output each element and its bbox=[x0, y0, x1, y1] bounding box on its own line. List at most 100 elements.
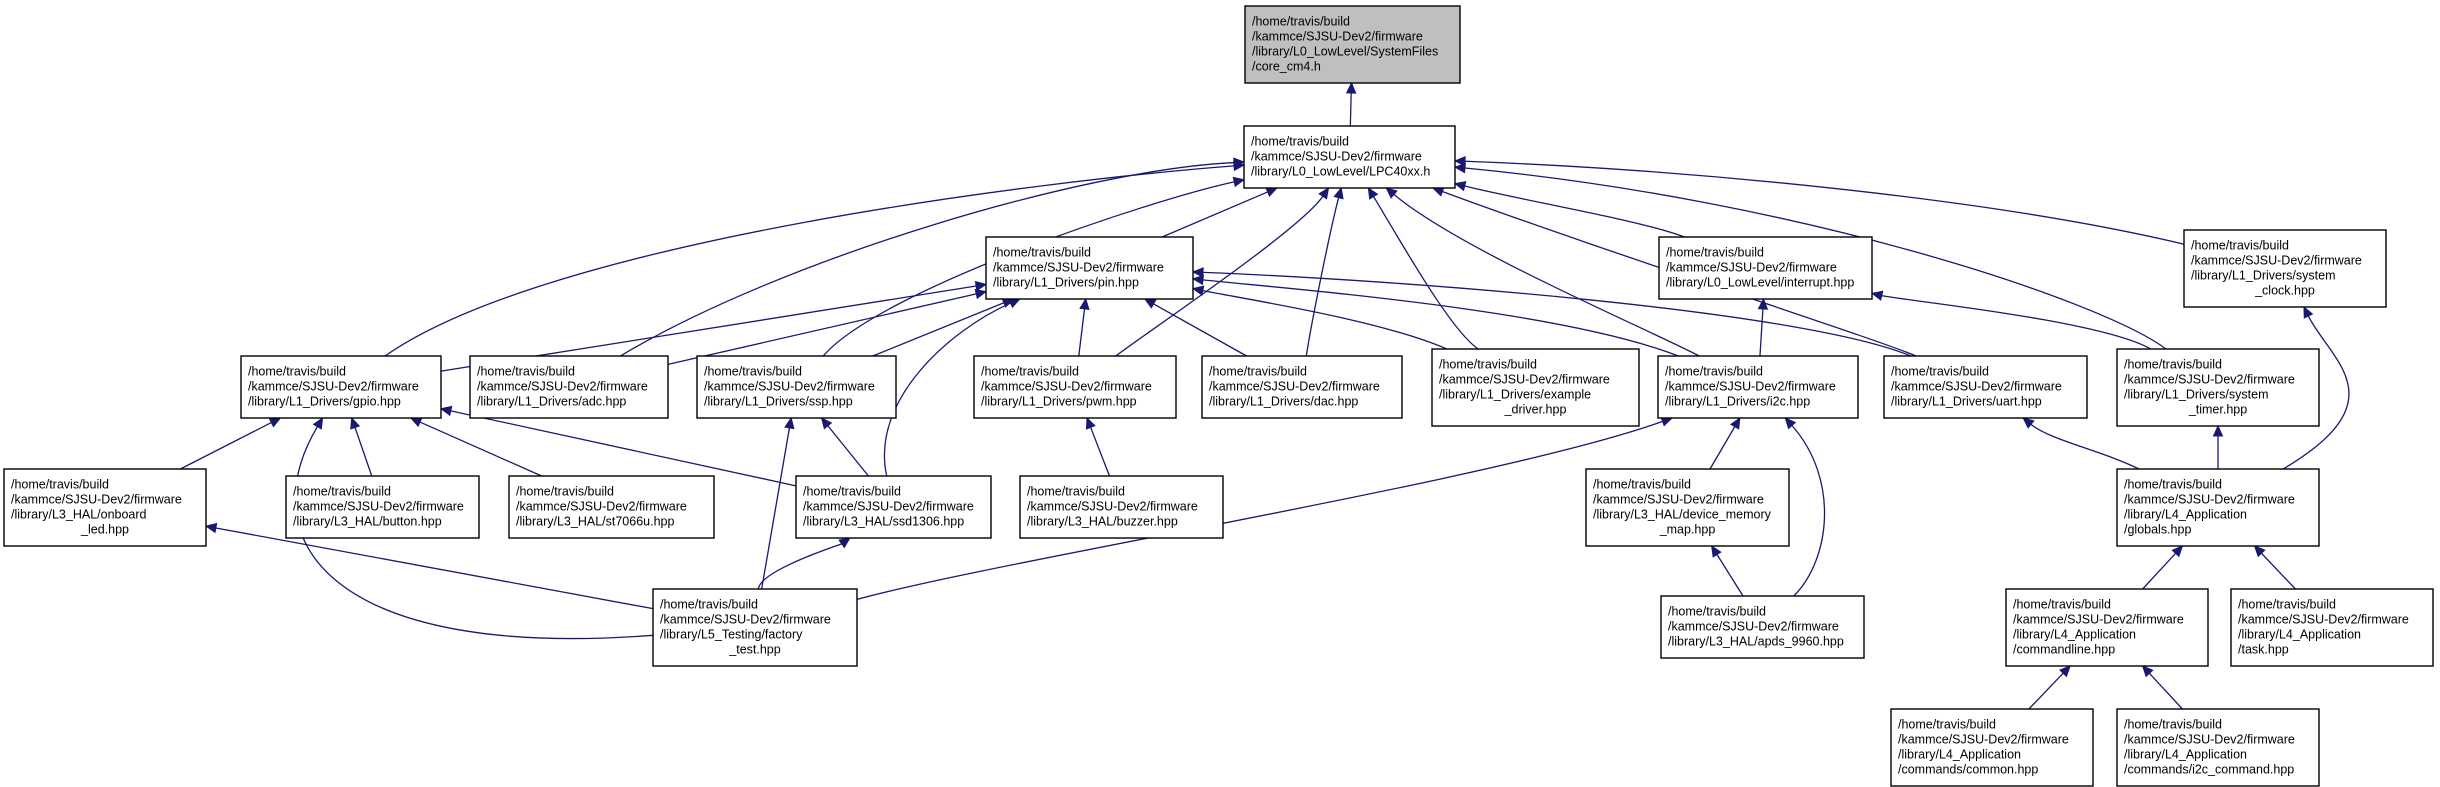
arrowhead-icon bbox=[312, 416, 324, 430]
node-example-driver[interactable]: /home/travis/build/kammce/SJSU-Dev2/firm… bbox=[1431, 348, 1640, 427]
node-label-line: /kammce/SJSU-Dev2/firmware bbox=[803, 500, 974, 514]
node-pin[interactable]: /home/travis/build/kammce/SJSU-Dev2/firm… bbox=[985, 236, 1194, 300]
node-label-line: /home/travis/build bbox=[803, 485, 901, 499]
node-button[interactable]: /home/travis/build/kammce/SJSU-Dev2/firm… bbox=[285, 475, 480, 539]
node-lpc40xx[interactable]: /home/travis/build/kammce/SJSU-Dev2/firm… bbox=[1243, 125, 1456, 189]
edge-line bbox=[1791, 425, 1826, 597]
node-box bbox=[652, 588, 858, 667]
edge-device_memory_map-to-i2c bbox=[1709, 416, 1741, 470]
edge-line bbox=[1161, 191, 1268, 238]
arrowhead-icon bbox=[1265, 187, 1279, 197]
node-apds-9960[interactable]: /home/travis/build/kammce/SJSU-Dev2/firm… bbox=[1660, 595, 1865, 659]
node-label-line: /kammce/SJSU-Dev2/firmware bbox=[1891, 380, 2062, 394]
arrowhead-icon bbox=[1757, 297, 1769, 310]
edge-line bbox=[620, 161, 1235, 357]
edge-pin-to-lpc40xx bbox=[1161, 187, 1279, 238]
node-label-line: /library/L1_Drivers/i2c.hpp bbox=[1665, 395, 1810, 409]
node-system-clock[interactable]: /home/travis/build/kammce/SJSU-Dev2/firm… bbox=[2183, 229, 2387, 308]
arrowhead-icon bbox=[350, 416, 361, 430]
node-box bbox=[973, 355, 1177, 419]
node-system-timer[interactable]: /home/travis/build/kammce/SJSU-Dev2/firm… bbox=[2116, 348, 2320, 427]
arrowhead-icon bbox=[974, 288, 988, 300]
node-label-line: /kammce/SJSU-Dev2/firmware bbox=[2013, 613, 2184, 627]
node-onboard-led[interactable]: /home/travis/build/kammce/SJSU-Dev2/firm… bbox=[3, 468, 207, 547]
node-box bbox=[1244, 5, 1461, 84]
edge-system_timer-to-interrupt bbox=[1870, 290, 2152, 350]
arrowhead-icon bbox=[1453, 162, 1466, 174]
node-label-line: /kammce/SJSU-Dev2/firmware bbox=[660, 613, 831, 627]
node-dac[interactable]: /home/travis/build/kammce/SJSU-Dev2/firm… bbox=[1201, 355, 1403, 419]
node-label-line: /home/travis/build bbox=[248, 365, 346, 379]
node-label-line: /home/travis/build bbox=[2124, 718, 2222, 732]
node-device-memory-map[interactable]: /home/travis/build/kammce/SJSU-Dev2/firm… bbox=[1585, 468, 1790, 547]
node-label-line: /library/L1_Drivers/system bbox=[2124, 388, 2268, 402]
node-label-line: /library/L0_LowLevel/LPC40xx.h bbox=[1251, 165, 1430, 179]
edge-line bbox=[2282, 315, 2350, 470]
edge-line bbox=[1202, 271, 1912, 357]
node-interrupt[interactable]: /home/travis/build/kammce/SJSU-Dev2/firm… bbox=[1658, 236, 1873, 300]
node-factory-test[interactable]: /home/travis/build/kammce/SJSU-Dev2/firm… bbox=[652, 588, 858, 667]
node-label-line: /library/L1_Drivers/dac.hpp bbox=[1209, 395, 1358, 409]
node-label-line: /home/travis/build bbox=[993, 246, 1091, 260]
node-label-line: /library/L4_Application bbox=[2238, 628, 2361, 642]
edge-line bbox=[419, 421, 542, 477]
node-ssd1306[interactable]: /home/travis/build/kammce/SJSU-Dev2/firm… bbox=[795, 475, 992, 539]
edge-common-to-commandline bbox=[2028, 665, 2071, 710]
node-label-line: /library/L0_LowLevel/interrupt.hpp bbox=[1666, 276, 1854, 290]
node-ssp[interactable]: /home/travis/build/kammce/SJSU-Dev2/firm… bbox=[696, 355, 897, 419]
edge-line bbox=[1349, 92, 1352, 127]
arrowhead-icon bbox=[2303, 305, 2314, 319]
node-st7066u[interactable]: /home/travis/build/kammce/SJSU-Dev2/firm… bbox=[508, 475, 715, 539]
node-label-line: /kammce/SJSU-Dev2/firmware bbox=[1668, 620, 1839, 634]
node-buzzer[interactable]: /home/travis/build/kammce/SJSU-Dev2/firm… bbox=[1019, 475, 1224, 539]
edge-adc-to-lpc40xx bbox=[620, 157, 1246, 357]
edge-line bbox=[1202, 279, 1679, 357]
node-label-line: _driver.hpp bbox=[1504, 403, 1567, 417]
node-box bbox=[1585, 468, 1790, 547]
node-label-line: /library/L3_HAL/ssd1306.hpp bbox=[803, 515, 964, 529]
edge-factory_test-to-onboard_led bbox=[204, 522, 654, 610]
edge-task-to-globals bbox=[2253, 545, 2296, 590]
arrowhead-icon bbox=[1730, 416, 1741, 430]
node-adc[interactable]: /home/travis/build/kammce/SJSU-Dev2/firm… bbox=[469, 355, 669, 419]
node-core-cm4[interactable]: /home/travis/build/kammce/SJSU-Dev2/firm… bbox=[1244, 5, 1461, 84]
edge-line bbox=[1202, 289, 1448, 350]
edge-line bbox=[757, 543, 843, 590]
node-label-line: /home/travis/build bbox=[477, 365, 575, 379]
node-pwm[interactable]: /home/travis/build/kammce/SJSU-Dev2/firm… bbox=[973, 355, 1177, 419]
node-task[interactable]: /home/travis/build/kammce/SJSU-Dev2/firm… bbox=[2230, 588, 2434, 667]
node-common[interactable]: /home/travis/build/kammce/SJSU-Dev2/firm… bbox=[1890, 708, 2094, 787]
node-label-line: /kammce/SJSU-Dev2/firmware bbox=[1898, 733, 2069, 747]
node-globals[interactable]: /home/travis/build/kammce/SJSU-Dev2/firm… bbox=[2116, 468, 2320, 547]
arrowhead-icon bbox=[2059, 665, 2071, 678]
arrowhead-icon bbox=[838, 537, 851, 549]
node-i2c-command[interactable]: /home/travis/build/kammce/SJSU-Dev2/firm… bbox=[2116, 708, 2320, 787]
node-label-line: /home/travis/build bbox=[660, 598, 758, 612]
node-label-line: /kammce/SJSU-Dev2/firmware bbox=[981, 380, 1152, 394]
node-commandline[interactable]: /home/travis/build/kammce/SJSU-Dev2/firm… bbox=[2005, 588, 2209, 667]
node-box bbox=[3, 468, 207, 547]
node-label-line: /home/travis/build bbox=[516, 485, 614, 499]
node-label-line: /home/travis/build bbox=[2191, 239, 2289, 253]
arrowhead-icon bbox=[1367, 186, 1379, 200]
arrowhead-icon bbox=[2171, 545, 2184, 558]
edge-button-to-gpio bbox=[350, 416, 373, 477]
arrowhead-icon bbox=[439, 405, 453, 417]
arrowhead-icon bbox=[1870, 290, 1884, 301]
node-gpio[interactable]: /home/travis/build/kammce/SJSU-Dev2/firm… bbox=[240, 355, 442, 419]
node-label-line: /library/L3_HAL/onboard bbox=[11, 508, 147, 522]
edge-interrupt-to-lpc40xx bbox=[1453, 181, 1685, 238]
node-box bbox=[469, 355, 669, 419]
node-label-line: /library/L1_Drivers/gpio.hpp bbox=[248, 395, 401, 409]
node-uart[interactable]: /home/travis/build/kammce/SJSU-Dev2/firm… bbox=[1883, 355, 2088, 419]
node-label-line: /home/travis/build bbox=[1027, 485, 1125, 499]
node-label-line: /home/travis/build bbox=[2013, 598, 2111, 612]
edge-globals-to-system_timer bbox=[2212, 424, 2224, 469]
arrowhead-icon bbox=[1453, 181, 1467, 192]
node-label-line: /globals.hpp bbox=[2124, 523, 2191, 537]
edge-line bbox=[1153, 303, 1247, 357]
node-label-line: /home/travis/build bbox=[11, 478, 109, 492]
node-i2c[interactable]: /home/travis/build/kammce/SJSU-Dev2/firm… bbox=[1657, 355, 1859, 419]
arrowhead-icon bbox=[1085, 416, 1096, 430]
node-box bbox=[1201, 355, 1403, 419]
